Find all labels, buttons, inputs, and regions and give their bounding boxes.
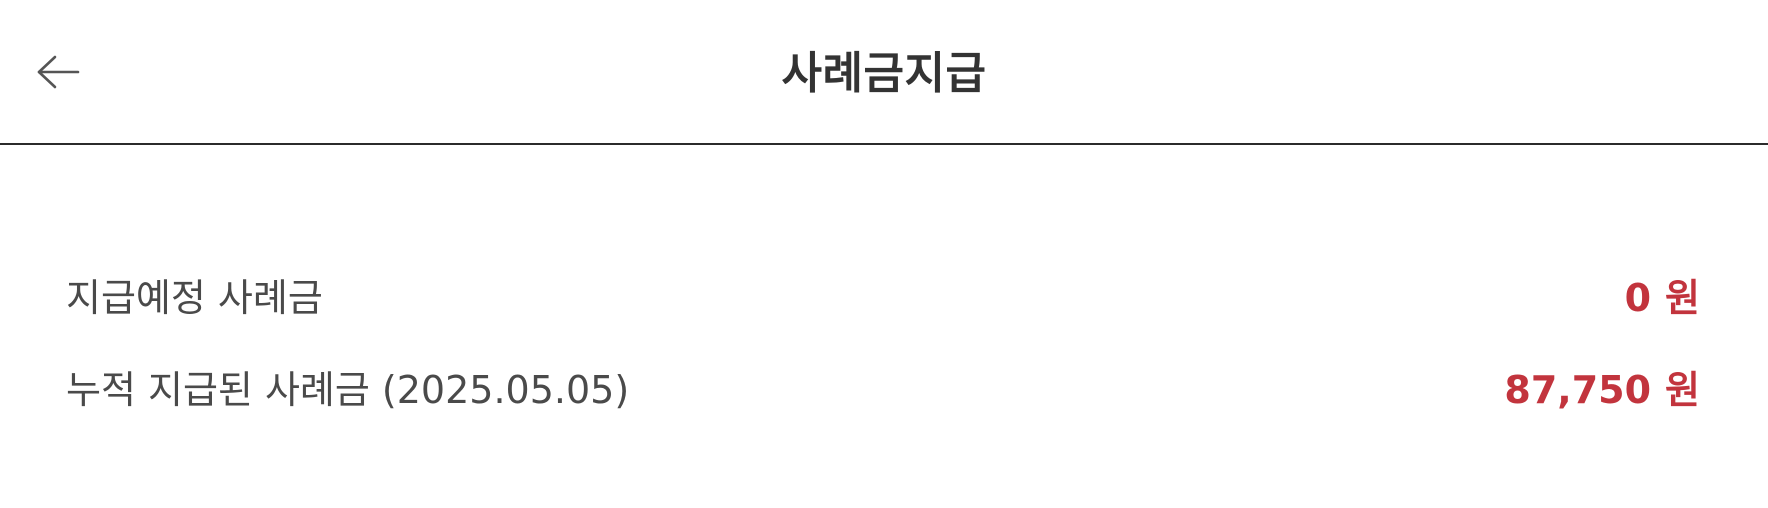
accumulated-reward-value: 87,750 원 [1504, 364, 1700, 416]
app-header: 사례금지급 [0, 0, 1768, 145]
scheduled-reward-amount: 0 [1624, 276, 1652, 320]
accumulated-reward-label: 누적 지급된 사례금 (2025.05.05) [66, 368, 630, 412]
scheduled-reward-label: 지급예정 사례금 [66, 276, 323, 320]
accumulated-reward-amount: 87,750 [1504, 368, 1652, 412]
page-title: 사례금지급 [781, 48, 987, 99]
accumulated-reward-unit: 원 [1665, 368, 1700, 412]
accumulated-reward-row: 누적 지급된 사례금 (2025.05.05) 87,750 원 [0, 354, 1768, 446]
scheduled-reward-unit: 원 [1665, 276, 1700, 320]
back-button[interactable] [26, 40, 90, 104]
arrow-left-icon [36, 55, 80, 89]
